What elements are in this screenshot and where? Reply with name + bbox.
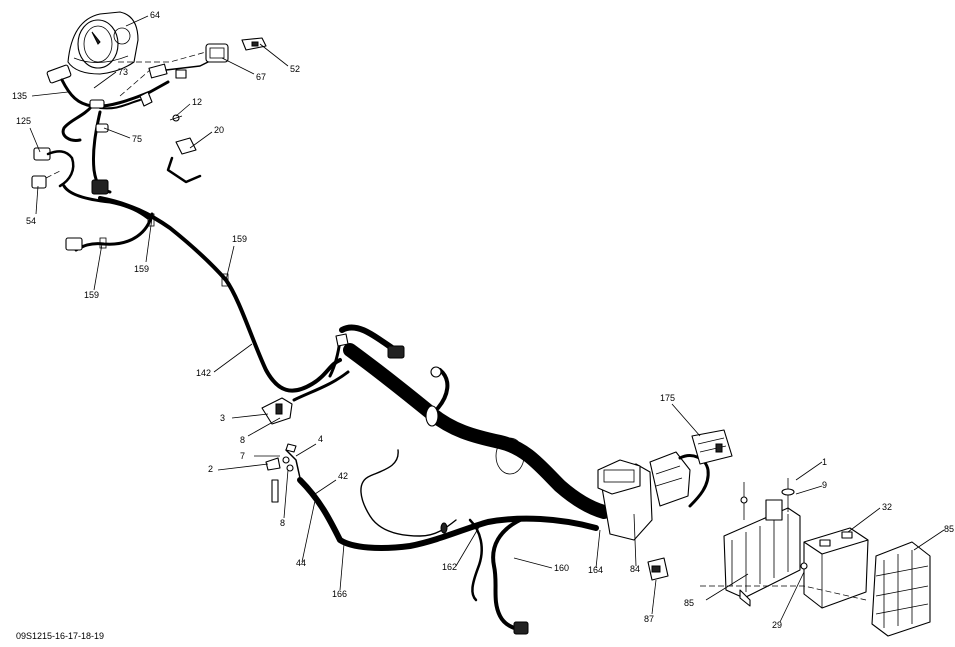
callout-67: 67: [256, 72, 266, 82]
callout-20: 20: [214, 125, 224, 135]
callout-87: 87: [644, 614, 654, 624]
callout-labels: 64 73 67 52 135 12 20 125 75 54 159 159 …: [12, 10, 954, 630]
battery: [700, 527, 869, 609]
callout-2: 2: [208, 464, 213, 474]
callout-164: 164: [588, 565, 603, 575]
callout-160: 160: [554, 563, 569, 573]
callout-84: 84: [630, 564, 640, 574]
relay-clip: [647, 557, 669, 581]
callout-3: 3: [220, 413, 225, 423]
instrument-cluster: [67, 11, 139, 75]
control-module: [691, 429, 733, 465]
callout-73: 73: [118, 67, 128, 77]
callout-159-c: 159: [84, 290, 99, 300]
callout-64: 64: [150, 10, 160, 20]
callout-159-a: 159: [232, 234, 247, 244]
battery-cover: [871, 541, 931, 637]
callout-29: 29: [772, 620, 782, 630]
main-harness: [65, 196, 342, 393]
callout-1: 1: [822, 457, 827, 467]
battery-tray: [723, 478, 801, 607]
callout-159-b: 159: [134, 264, 149, 274]
callout-125: 125: [16, 116, 31, 126]
callout-52: 52: [290, 64, 300, 74]
callout-85-a: 85: [944, 524, 954, 534]
central-harness: [292, 324, 611, 519]
diagram-code: 09S1215-16-17-18-19: [16, 631, 104, 641]
callout-75: 75: [132, 134, 142, 144]
callout-142: 142: [196, 368, 211, 378]
callout-44: 44: [296, 558, 306, 568]
callout-8-a: 8: [240, 435, 245, 445]
front-harness: [31, 37, 267, 220]
leader-lines: [29, 15, 945, 623]
callout-4: 4: [318, 434, 323, 444]
callout-162: 162: [442, 562, 457, 572]
lower-wires: [261, 397, 599, 635]
callout-166: 166: [332, 589, 347, 599]
callout-175: 175: [660, 393, 675, 403]
callout-135: 135: [12, 91, 27, 101]
callout-42: 42: [338, 471, 348, 481]
callout-85-b: 85: [684, 598, 694, 608]
callout-8-b: 8: [280, 518, 285, 528]
callout-54: 54: [26, 216, 36, 226]
callout-32: 32: [882, 502, 892, 512]
callout-12: 12: [192, 97, 202, 107]
callout-7: 7: [240, 451, 245, 461]
fuse-box: [597, 451, 710, 541]
callout-9: 9: [822, 480, 827, 490]
